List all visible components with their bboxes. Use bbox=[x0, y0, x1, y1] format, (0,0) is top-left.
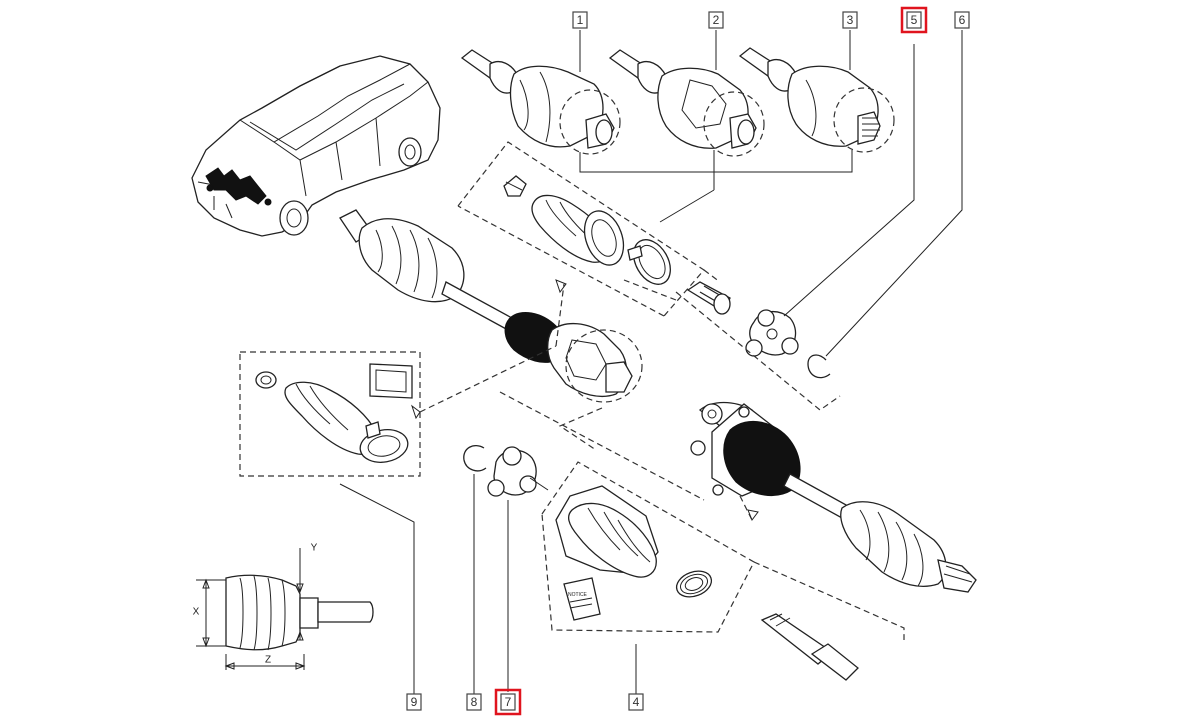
part-label-1[interactable]: 1 bbox=[572, 11, 588, 29]
label-box bbox=[628, 693, 644, 711]
label-number: 5 bbox=[911, 13, 918, 27]
label-box bbox=[572, 11, 588, 29]
explode-lines bbox=[411, 279, 759, 522]
highlight-frame bbox=[494, 688, 522, 716]
label-number: 7 bbox=[505, 695, 512, 709]
car-illustration bbox=[191, 55, 441, 237]
dimension-x-label: X bbox=[193, 607, 200, 618]
label-number: 9 bbox=[411, 695, 418, 709]
joint-assembly-1 bbox=[460, 49, 621, 155]
part-label-7[interactable]: 7 bbox=[494, 688, 522, 716]
part-label-2[interactable]: 2 bbox=[708, 11, 724, 29]
part-label-8[interactable]: 8 bbox=[466, 693, 482, 711]
label-box bbox=[842, 11, 858, 29]
dimension-y-label: Y bbox=[311, 543, 318, 554]
boot-kit-left bbox=[239, 351, 421, 477]
label-number: 8 bbox=[471, 695, 478, 709]
label-box bbox=[954, 11, 970, 29]
tripod-parts-lower bbox=[463, 445, 549, 497]
part-label-9[interactable]: 9 bbox=[406, 693, 422, 711]
boot-kit-upper bbox=[457, 141, 705, 317]
dimension-diagram: X Y Z bbox=[193, 543, 374, 670]
tripod-parts-upper bbox=[686, 281, 831, 379]
joint-assembly-3 bbox=[738, 47, 895, 153]
highlight-frame bbox=[900, 6, 928, 34]
dashed-group-upper-right bbox=[558, 269, 841, 451]
part-label-5[interactable]: 5 bbox=[900, 6, 928, 34]
label-box bbox=[708, 11, 724, 29]
label-number: 4 bbox=[633, 695, 640, 709]
part-number-labels: 1 2 3 5 6 9 8 7 4 bbox=[406, 6, 970, 716]
label-box bbox=[406, 693, 422, 711]
part-label-3[interactable]: 3 bbox=[842, 11, 858, 29]
bowl-kit-lower: NOTICE bbox=[541, 461, 755, 633]
joint-assembly-2 bbox=[608, 49, 765, 157]
label-box bbox=[500, 693, 516, 711]
left-drive-shaft bbox=[339, 209, 643, 403]
part-label-6[interactable]: 6 bbox=[954, 11, 970, 29]
label-number: 3 bbox=[847, 13, 854, 27]
label-number: 2 bbox=[713, 13, 720, 27]
intermediate-shaft bbox=[753, 561, 905, 681]
dimension-z-label: Z bbox=[265, 655, 271, 666]
label-number: 1 bbox=[577, 13, 584, 27]
part-label-4[interactable]: 4 bbox=[628, 693, 644, 711]
right-drive-shaft bbox=[690, 401, 977, 593]
leader-lines bbox=[339, 30, 963, 694]
label-box bbox=[466, 693, 482, 711]
label-box bbox=[906, 11, 922, 29]
svg-text:NOTICE: NOTICE bbox=[568, 592, 588, 598]
top-kit-connector-lines bbox=[579, 150, 853, 223]
label-number: 6 bbox=[959, 13, 966, 27]
